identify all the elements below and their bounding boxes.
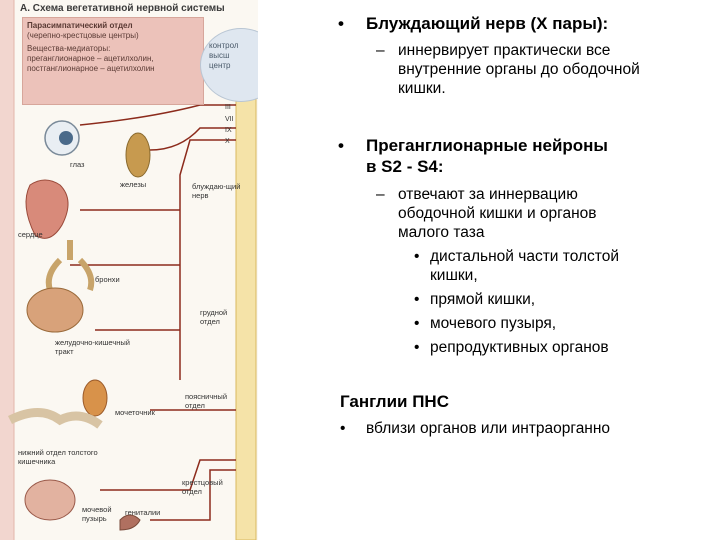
vagus-text-line: внутренние органы до ободочной bbox=[398, 61, 640, 78]
bullet-dot: • bbox=[414, 315, 420, 332]
organ-item: мочевого пузыря, bbox=[430, 315, 557, 332]
gi-label: желудочно-кишечный тракт bbox=[55, 338, 130, 356]
bullet-dot: • bbox=[338, 14, 344, 33]
dash: – bbox=[376, 42, 385, 59]
center-line: высш bbox=[209, 51, 230, 60]
lumbar-label: поясничный отдел bbox=[185, 392, 228, 410]
bullet-dot: • bbox=[414, 339, 420, 356]
dash: – bbox=[376, 186, 385, 203]
bladder-icon bbox=[24, 479, 76, 521]
legend-line: Парасимпатический отдел bbox=[27, 21, 133, 30]
cranial-nerve-label: IX bbox=[225, 127, 232, 134]
preganglionic-text-line: малого таза bbox=[398, 224, 485, 241]
organ-item: дистальной части толстой bbox=[430, 248, 619, 265]
legend-line: преганглионарное – ацетилхолин, bbox=[27, 54, 154, 63]
preganglionic-heading: Преганглионарные нейроны bbox=[366, 136, 608, 155]
bronchi-label: бронхи bbox=[95, 275, 120, 284]
preganglionic-text-line: отвечают за иннервацию bbox=[398, 186, 578, 203]
colon-icon bbox=[7, 408, 103, 429]
cranial-nerve-label: III bbox=[225, 104, 231, 111]
genitals-icon bbox=[119, 514, 141, 531]
vagus-text-line: кишки. bbox=[398, 80, 446, 97]
preganglionic-heading: в S2 - S4: bbox=[366, 157, 444, 176]
organ-item: репродуктивных органов bbox=[430, 339, 609, 356]
vagus-text-line: иннервирует практически все bbox=[398, 42, 611, 59]
legend-line: Вещества-медиаторы: bbox=[27, 44, 111, 53]
heart-label: сердце bbox=[18, 230, 43, 239]
bullet-dot: • bbox=[340, 420, 346, 437]
kidney-icon bbox=[82, 379, 108, 417]
figure-title: А. Схема вегетативной нервной системы bbox=[20, 3, 225, 14]
organ-item: кишки, bbox=[430, 267, 478, 284]
genitals-label: гениталии bbox=[125, 508, 161, 517]
thoracic-label: грудной отдел bbox=[200, 308, 228, 326]
cranial-nerve-label: VII bbox=[225, 116, 234, 123]
stomach-icon bbox=[26, 287, 84, 333]
center-line: центр bbox=[209, 61, 231, 70]
anatomy-figure: А. Схема вегетативной нервной системы Па… bbox=[0, 0, 258, 540]
control-centers-circle: контрол высш центр bbox=[200, 28, 258, 102]
vagus-heading: Блуждающий нерв (X пары): bbox=[366, 14, 609, 33]
bullet-dot: • bbox=[414, 248, 420, 265]
glands-label: железы bbox=[120, 180, 147, 189]
preganglionic-text-line: ободочной кишки и органов bbox=[398, 205, 597, 222]
bullet-dot: • bbox=[338, 136, 344, 155]
gland-icon bbox=[125, 132, 151, 178]
colon-label: нижний отдел толстого кишечника bbox=[18, 448, 98, 466]
sacral-label: крестцовый отдел bbox=[182, 478, 223, 496]
ganglia-heading: Ганглии ПНС bbox=[340, 392, 449, 411]
bladder-label: мочевой пузырь bbox=[82, 505, 112, 523]
heart-icon bbox=[25, 179, 69, 239]
eye-label: глаз bbox=[70, 160, 85, 169]
kidney-label: мочеточник bbox=[115, 408, 155, 417]
bronchi-icon bbox=[45, 240, 95, 291]
ganglia-text: вблизи органов или интраорганно bbox=[366, 420, 611, 437]
organ-item: прямой кишки, bbox=[430, 291, 536, 308]
vagus-label: блуждаю-щий нерв bbox=[192, 182, 241, 200]
legend-line: постганглионарное – ацетилхолин bbox=[27, 64, 155, 73]
bullet-dot: • bbox=[414, 291, 420, 308]
legend-line: (черепно-крестцовые центры) bbox=[27, 31, 139, 40]
legend-box: Парасимпатический отдел (черепно-крестцо… bbox=[22, 17, 204, 105]
cranial-nerve-label: X bbox=[225, 138, 230, 145]
center-line: контрол bbox=[209, 41, 239, 50]
